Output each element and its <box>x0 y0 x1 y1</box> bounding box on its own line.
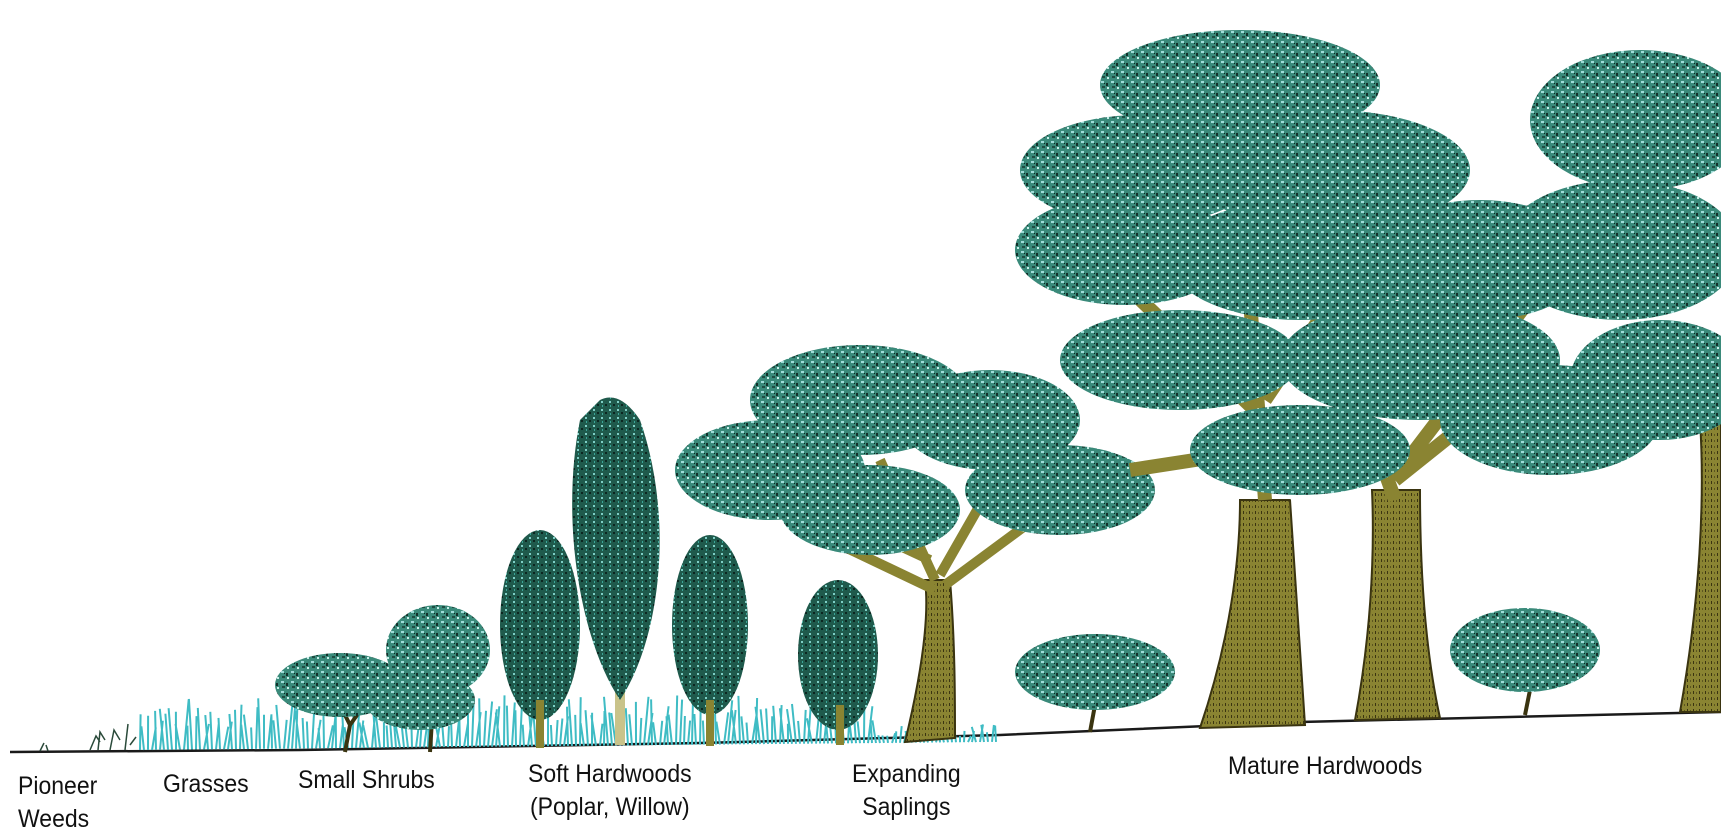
seedling-illustration <box>1015 608 1600 732</box>
label-expanding-saplings-line-2: Saplings <box>852 791 961 824</box>
label-pioneer-weeds-line-2: Weeds <box>18 803 97 835</box>
label-small-shrubs-line-1: Small Shrubs <box>298 764 435 797</box>
label-grasses-line-1: Grasses <box>163 768 249 801</box>
ground-line <box>10 712 1721 752</box>
label-mature-hardwoods: Mature Hardwoods <box>1228 750 1422 783</box>
pioneer-weeds-illustration <box>40 724 136 751</box>
label-grasses: Grasses <box>163 768 249 801</box>
label-soft-hardwoods-line-1: Soft Hardwoods <box>528 758 692 791</box>
label-small-shrubs: Small Shrubs <box>298 764 435 797</box>
label-soft-hardwoods: Soft Hardwoods (Poplar, Willow) <box>528 758 692 823</box>
label-expanding-saplings: Expanding Saplings <box>852 758 961 823</box>
label-soft-hardwoods-line-2: (Poplar, Willow) <box>528 791 692 824</box>
label-mature-hardwoods-line-1: Mature Hardwoods <box>1228 750 1422 783</box>
label-expanding-saplings-line-1: Expanding <box>852 758 961 791</box>
label-pioneer-weeds-line-1: Pioneer <box>18 770 97 803</box>
label-pioneer-weeds: Pioneer Weeds <box>18 770 97 835</box>
mature-hardwoods-illustration <box>1015 30 1721 728</box>
